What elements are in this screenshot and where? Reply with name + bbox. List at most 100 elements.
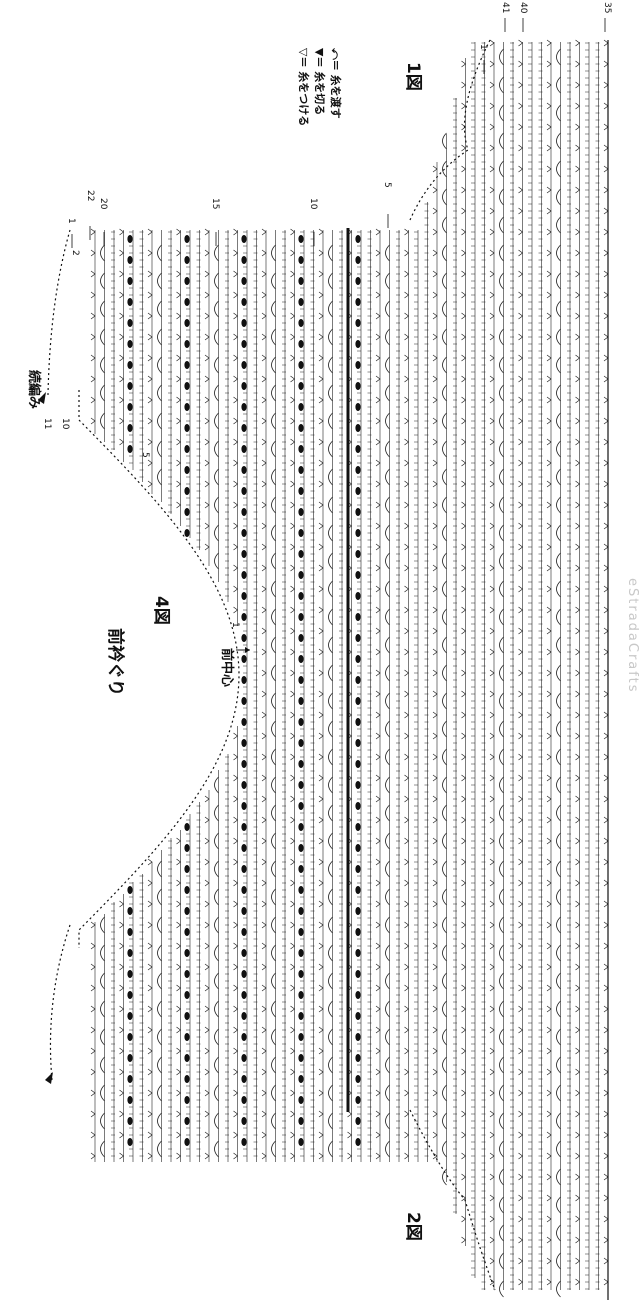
v-stitch (375, 753, 381, 761)
fan-stitch (157, 972, 162, 990)
v-stitch (461, 732, 467, 740)
v-stitch (204, 354, 210, 362)
fan-stitch (499, 832, 504, 850)
v-stitch (518, 795, 524, 803)
bobble-stitch (355, 907, 361, 915)
fan-stitch (499, 496, 504, 514)
watermark: eStradaCrafts (625, 578, 640, 694)
bobble-stitch (241, 676, 247, 684)
v-stitch (518, 921, 524, 929)
v-stitch (575, 207, 581, 215)
v-stitch (233, 858, 239, 866)
bobble-stitch (298, 1033, 304, 1041)
bobble-stitch (355, 802, 361, 810)
fan-stitch (385, 636, 390, 654)
v-stitch (489, 795, 495, 803)
fan-stitch (556, 776, 561, 794)
fan-stitch (385, 720, 390, 738)
row-35-label: 35 (602, 2, 612, 14)
v-stitch (461, 879, 467, 887)
fan-stitch (499, 440, 504, 458)
bobble-stitch (127, 1012, 133, 1020)
v-stitch (147, 249, 153, 257)
v-stitch (204, 1068, 210, 1076)
v-stitch (176, 1110, 182, 1118)
v-stitch (546, 354, 552, 362)
shoulder-contour-top (47, 229, 71, 396)
v-stitch (147, 459, 153, 467)
v-stitch (347, 1131, 353, 1139)
v-stitch (318, 795, 324, 803)
v-stitch (318, 249, 324, 257)
v-stitch (204, 417, 210, 425)
v-stitch (375, 1110, 381, 1118)
fan-stitch (499, 1252, 504, 1270)
fan-stitch (499, 748, 504, 766)
v-stitch (518, 417, 524, 425)
v-stitch (575, 1278, 581, 1286)
v-stitch (575, 1236, 581, 1244)
fan-stitch (385, 244, 390, 262)
v-stitch (432, 1110, 438, 1118)
fan-stitch (157, 1028, 162, 1046)
v-stitch (147, 879, 153, 887)
v-stitch (233, 816, 239, 824)
v-stitch (546, 144, 552, 152)
v-stitch (119, 984, 125, 992)
v-stitch (518, 1194, 524, 1202)
bobble-stitch (184, 970, 190, 978)
fan-stitch (442, 580, 447, 598)
v-stitch (233, 921, 239, 929)
row-1c-label: 1 (230, 622, 240, 628)
fan-stitch (271, 692, 276, 710)
v-stitch (461, 669, 467, 677)
fan-stitch (556, 972, 561, 990)
fan-stitch (556, 1000, 561, 1018)
v-stitch (404, 711, 410, 719)
v-stitch (546, 123, 552, 131)
fan-stitch (556, 1056, 561, 1074)
fan-stitch (499, 1084, 504, 1102)
v-stitch (147, 291, 153, 299)
v-stitch (233, 879, 239, 887)
v-stitch (404, 1026, 410, 1034)
v-stitch (261, 333, 267, 341)
v-stitch (90, 333, 96, 341)
v-stitch (290, 543, 296, 551)
v-stitch (147, 1068, 153, 1076)
v-stitch (546, 1173, 552, 1181)
fan-stitch (556, 496, 561, 514)
bobble-stitch (355, 508, 361, 516)
fan-stitch (100, 1084, 105, 1102)
v-stitch (461, 144, 467, 152)
fan-stitch (442, 664, 447, 682)
v-stitch (233, 438, 239, 446)
v-stitch (432, 606, 438, 614)
v-stitch (432, 753, 438, 761)
v-stitch (546, 669, 552, 677)
bobble-stitch (184, 382, 190, 390)
v-stitch (546, 480, 552, 488)
fan-stitch (499, 468, 504, 486)
fan-stitch (442, 300, 447, 318)
v-stitch (489, 60, 495, 68)
v-stitch (546, 900, 552, 908)
fan-stitch (271, 356, 276, 374)
fan-stitch (442, 1000, 447, 1018)
v-stitch (404, 1068, 410, 1076)
bobble-stitch (298, 949, 304, 957)
v-stitch (489, 774, 495, 782)
bobble-stitch (184, 424, 190, 432)
v-stitch (375, 732, 381, 740)
fan-stitch (556, 636, 561, 654)
v-stitch (318, 417, 324, 425)
fan-stitch (442, 552, 447, 570)
fan-stitch (442, 832, 447, 850)
v-stitch (204, 438, 210, 446)
v-stitch (575, 459, 581, 467)
v-stitch (233, 1026, 239, 1034)
bobble-stitch (241, 781, 247, 789)
v-stitch (261, 963, 267, 971)
v-stitch (546, 921, 552, 929)
v-stitch (404, 543, 410, 551)
